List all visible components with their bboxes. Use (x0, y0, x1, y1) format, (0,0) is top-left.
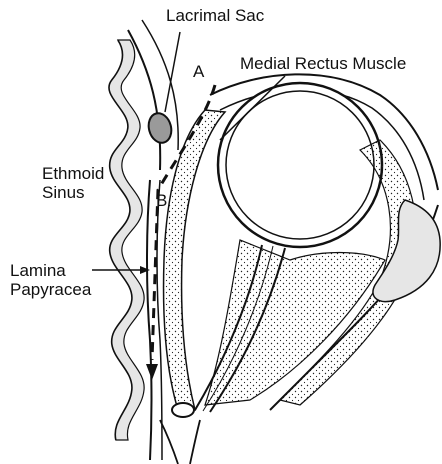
label-sinus: Sinus (42, 183, 85, 202)
orbital-apex-bone (160, 420, 200, 464)
label-point-a: A (193, 62, 204, 82)
ethmoid-bone-shading (109, 40, 144, 440)
annulus-of-zinn (172, 403, 194, 417)
label-medial-rectus-muscle: Medial Rectus Muscle (240, 54, 406, 73)
lacrimal-sac (145, 111, 174, 146)
zygoma (373, 200, 440, 302)
approach-arrowhead (146, 364, 158, 380)
globe (218, 83, 382, 247)
label-point-b: B (156, 191, 167, 211)
lamina-papyracea-wall (147, 180, 152, 460)
label-lamina: Lamina (10, 261, 66, 280)
lamina-papyracea-wall-inner (157, 180, 162, 460)
label-papyracea: Papyracea (10, 280, 91, 299)
lamina-arrowhead (140, 266, 150, 274)
label-lacrimal-sac: Lacrimal Sac (166, 6, 264, 25)
label-ethmoid: Ethmoid (42, 164, 104, 183)
